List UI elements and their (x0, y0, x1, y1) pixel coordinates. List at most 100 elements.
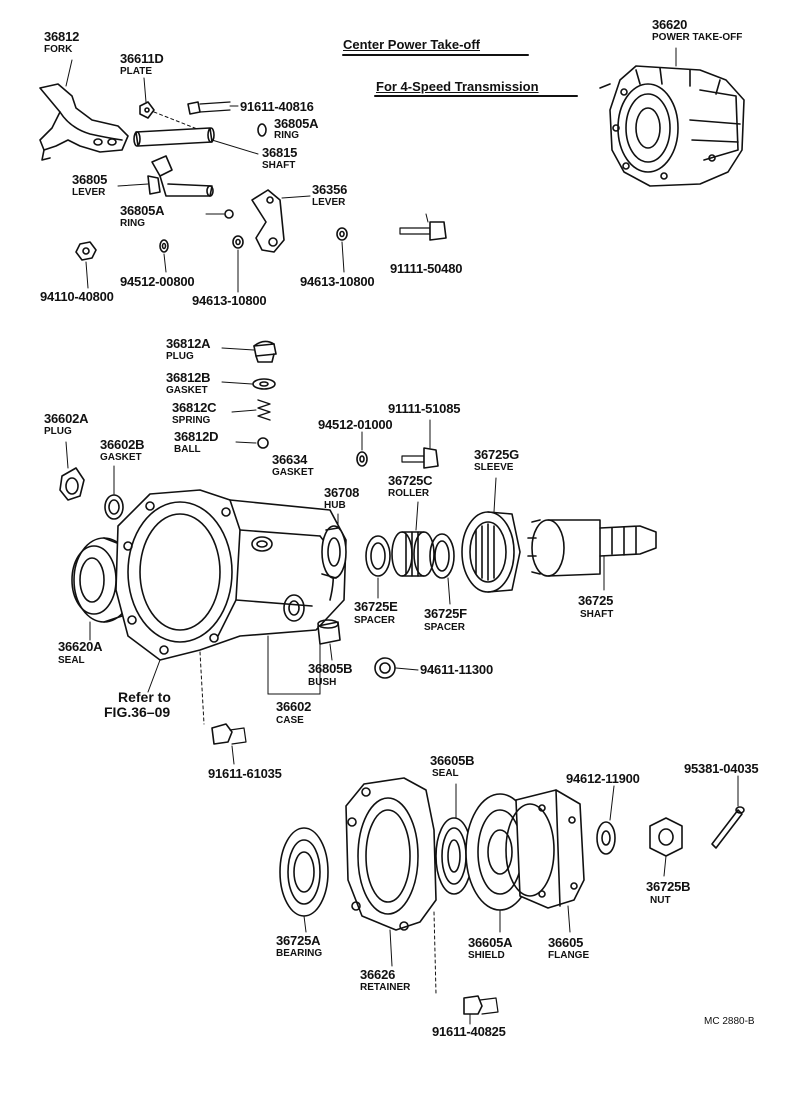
part-desc: CASE (276, 715, 304, 726)
part-desc: GASKET (272, 467, 314, 478)
plug-36602a-drawing (59, 467, 85, 501)
gasket-36812b-drawing (252, 378, 276, 390)
washer-94613-10800a-drawing (232, 235, 244, 249)
part-number: 36812C (172, 400, 217, 415)
part-number: 36634 (272, 452, 308, 467)
part-number: 94512-00800 (120, 274, 195, 289)
part-number: 36815 (262, 145, 298, 160)
part-desc: BUSH (308, 677, 337, 688)
spacer-36725f-drawing (429, 533, 455, 579)
part-number: 36605B (430, 753, 475, 768)
part-number: 36602A (44, 411, 89, 426)
part-number: 36602B (100, 437, 145, 452)
part-desc: RING (120, 218, 145, 229)
part-number: 36805B (308, 661, 353, 676)
part-number: 36812D (174, 429, 219, 444)
part-number: 94613-10800 (300, 274, 375, 289)
washer-94512-01000-drawing (356, 451, 368, 467)
part-number: 94512-01000 (318, 417, 393, 432)
part-number: 36725 (578, 593, 614, 608)
fork-drawing (39, 83, 129, 161)
part-desc: SHIELD (468, 950, 505, 961)
bolt-91611-40816-drawing (187, 101, 231, 115)
part-desc: LEVER (312, 197, 346, 208)
spacer-36725e-drawing (365, 535, 391, 577)
part-desc: SPACER (354, 615, 395, 626)
part-number: 36805A (274, 116, 319, 131)
part-desc: GASKET (100, 452, 142, 463)
nut-36725b-drawing (649, 817, 683, 857)
part-number: 36708 (324, 485, 360, 500)
part-desc: NUT (650, 895, 671, 906)
part-number: 95381-04035 (684, 761, 759, 776)
part-desc: SLEEVE (474, 462, 514, 473)
hub-36708-drawing (321, 525, 347, 579)
shaft-drawing (133, 127, 215, 147)
part-number: 94612-11900 (566, 771, 640, 786)
part-number: 36626 (360, 967, 396, 982)
part-number: 91111-51085 (388, 401, 461, 416)
bearing-36725a-drawing (279, 827, 329, 917)
part-desc: POWER TAKE-OFF (652, 32, 743, 43)
part-desc: SEAL (58, 655, 85, 666)
part-desc: SEAL (432, 768, 459, 779)
washer-94612-11900-drawing (596, 821, 616, 855)
washer-94611-11300-drawing (374, 657, 396, 679)
bush-36805b-drawing (317, 619, 341, 645)
part-number: 36620A (58, 639, 103, 654)
part-desc: SHAFT (262, 160, 296, 171)
part-number: 36725A (276, 933, 321, 948)
diagram-subtitle: For 4-Speed Transmission (376, 79, 539, 94)
part-desc: HUB (324, 500, 346, 511)
washer-94512-00800-drawing (159, 239, 169, 253)
ring-36805a-upper (257, 123, 267, 137)
part-number: 36602 (276, 699, 312, 714)
lever-36805-drawing (147, 155, 214, 197)
ball-36812d-drawing (257, 437, 269, 449)
lever-36356-drawing (251, 189, 285, 253)
part-number: 36725E (354, 599, 398, 614)
part-desc: LEVER (72, 187, 106, 198)
part-desc: ROLLER (388, 488, 430, 499)
washer-94613-10800b-drawing (336, 227, 348, 241)
flange-36605-drawing (505, 789, 585, 909)
cotter-pin-95381-04035-drawing (711, 806, 745, 849)
shaft-36725-drawing (527, 519, 657, 577)
part-desc: PLUG (166, 351, 194, 362)
part-desc: BEARING (276, 948, 323, 959)
part-number: 94613-10800 (192, 293, 267, 308)
roller-36725c-drawing (391, 531, 435, 577)
part-number: 36805 (72, 172, 108, 187)
part-number: 36356 (312, 182, 348, 197)
part-number: 36812B (166, 370, 211, 385)
part-number: 91611-61035 (208, 766, 282, 781)
footer-code: MC 2880-B (704, 1016, 755, 1027)
diagram-title: Center Power Take-off (343, 37, 481, 52)
reference-note-line1: Refer to (118, 689, 171, 705)
part-number: 36605 (548, 935, 584, 950)
plug-36812a-drawing (253, 340, 277, 363)
part-number: 36725F (424, 606, 467, 621)
part-desc: SPACER (424, 622, 465, 633)
seal-36605b-drawing (435, 817, 473, 895)
reference-note-line2: FIG.36–09 (104, 704, 171, 720)
ring-36805a-lower (224, 209, 234, 219)
part-number: 36725C (388, 473, 433, 488)
spring-36812c-drawing (257, 399, 271, 421)
part-desc: PLUG (44, 426, 72, 437)
part-number: 91611-40816 (240, 99, 314, 114)
part-desc: RETAINER (360, 982, 411, 993)
sleeve-36725g-drawing (461, 511, 521, 593)
part-number: 36812 (44, 29, 80, 44)
bolt-91611-40825-drawing (463, 995, 499, 1015)
part-number: 94110-40800 (40, 289, 114, 304)
nut-94110-40800-drawing (75, 241, 97, 261)
gasket-36602b-drawing (104, 494, 124, 520)
part-number: 36605A (468, 935, 513, 950)
part-desc: FORK (44, 44, 73, 55)
part-number: 36725G (474, 447, 520, 462)
part-number: 36620 (652, 17, 688, 32)
part-number: 36611D (120, 51, 164, 66)
bolt-91611-61035-drawing (211, 723, 247, 745)
